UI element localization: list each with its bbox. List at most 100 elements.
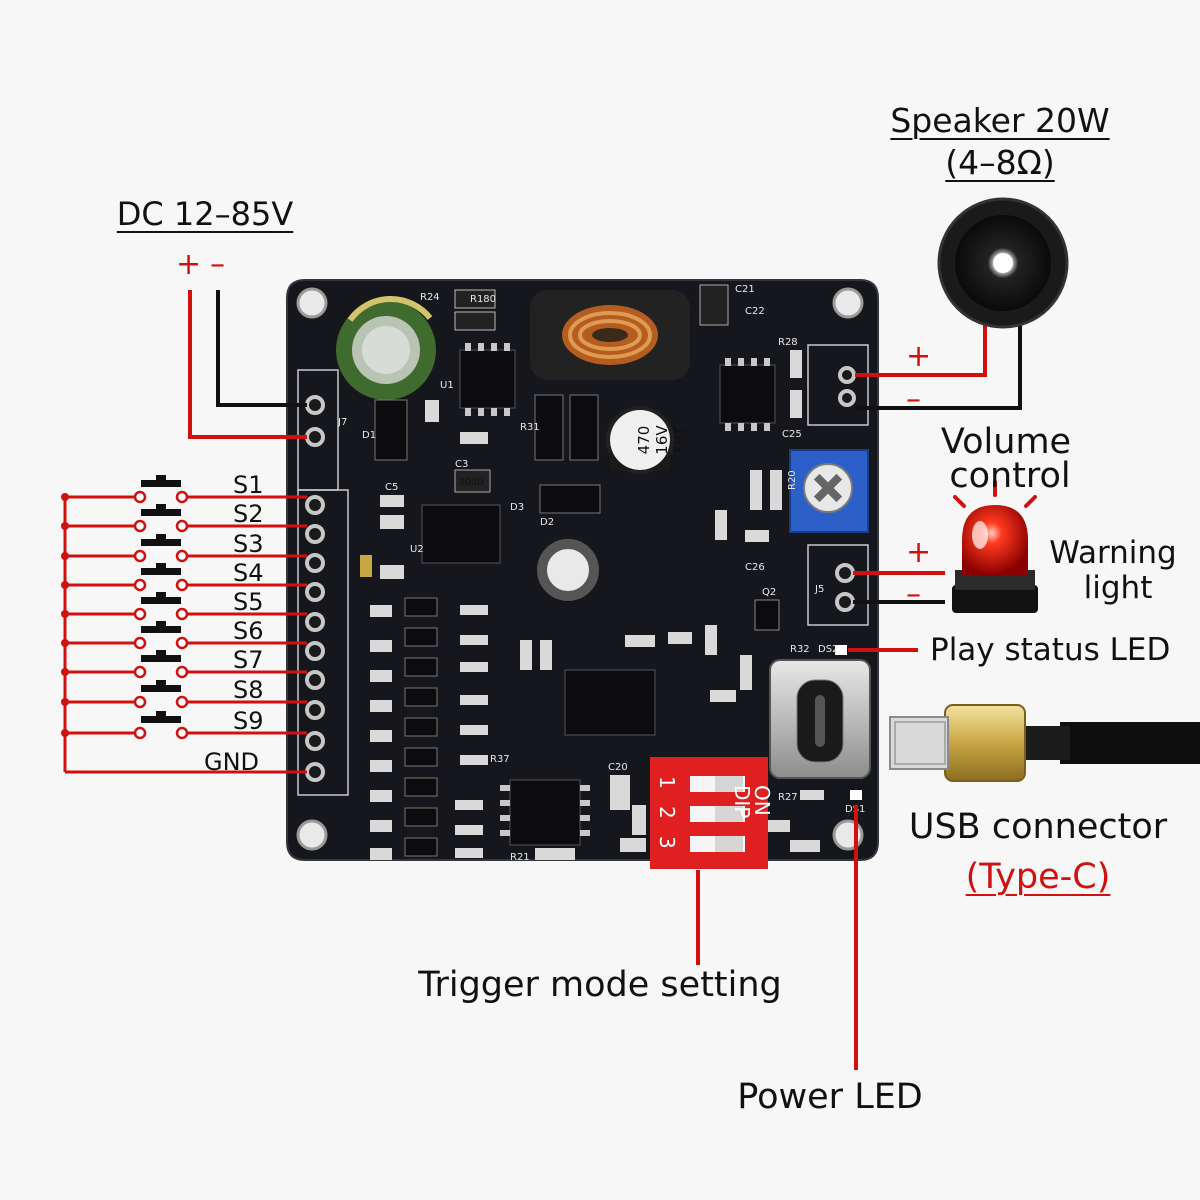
q2-label: Q2 <box>762 587 776 598</box>
usb-cable-icon <box>889 704 1200 782</box>
switch-row-s1 <box>61 475 307 504</box>
r37-label: R37 <box>490 754 510 765</box>
warning-label-line1: Warning <box>1049 535 1177 571</box>
j5-label: J5 <box>814 584 824 595</box>
volume-label-line2: control <box>949 456 1071 496</box>
speaker-wires <box>855 322 1022 410</box>
dip-on-label: ON <box>750 785 774 816</box>
capacitor-470uf: 470 16V FHT <box>606 406 688 474</box>
ic-pins <box>465 343 770 836</box>
dip-number-1: 1 <box>655 776 679 789</box>
switch-row-s3 <box>61 534 307 563</box>
pushbutton-icon <box>141 539 181 546</box>
ds2-label: DS2 <box>818 644 838 655</box>
pcb-board: 470 16V FHT <box>286 279 879 869</box>
d2-label: D2 <box>540 517 554 528</box>
warning-light-icon <box>952 480 1038 613</box>
warning-light-wires <box>853 571 945 604</box>
switch-label-s4: S4 <box>233 559 264 587</box>
inductor-coil <box>530 290 690 380</box>
pushbutton-icon <box>141 509 181 516</box>
usb-connector-label: USB connector <box>908 807 1168 847</box>
diode-resistor-column <box>370 597 488 860</box>
d3-label: D3 <box>510 502 524 513</box>
r180-label: R180 <box>470 294 496 305</box>
power-plus-sign: + <box>176 247 202 282</box>
r27-label: R27 <box>778 792 798 803</box>
switch-label-s7: S7 <box>233 646 264 674</box>
power-wires <box>188 290 307 439</box>
pushbutton-icon <box>141 655 181 662</box>
dip-switch <box>650 757 768 869</box>
switch-row-s9 <box>61 711 307 740</box>
warning-plus-sign: + <box>906 535 932 570</box>
r24-label: R24 <box>420 292 440 303</box>
cap-value-text: 470 <box>635 426 653 455</box>
speaker-plus-sign: + <box>906 339 932 374</box>
u1-label: U1 <box>440 380 454 391</box>
speaker-title: Speaker 20W <box>890 101 1110 140</box>
switch-rows <box>61 475 307 740</box>
pushbutton-icon <box>141 716 181 723</box>
ic-chip <box>421 349 776 846</box>
play-status-led-label: Play status LED <box>930 632 1171 668</box>
usb-c-port <box>769 659 871 779</box>
silkscreen-labels: J7 J5 DS2 DS1 R32 R24 R180 U1 D1 C3 R31 … <box>337 284 865 863</box>
switch-row-s4 <box>61 563 307 592</box>
switch-label-s2: S2 <box>233 500 264 528</box>
c21-label: C21 <box>735 284 755 295</box>
c20-label: C20 <box>608 762 628 773</box>
pushbutton-icon <box>141 597 181 604</box>
volume-potentiometer <box>789 449 869 533</box>
switch-label-s9: S9 <box>233 707 264 735</box>
warning-label-line2: light <box>1083 570 1153 606</box>
usb-type-label: (Type-C) <box>965 857 1111 897</box>
switch-row-s7 <box>61 650 307 679</box>
c22-label: C22 <box>745 306 765 317</box>
ic-marking: 3000 <box>458 477 483 488</box>
trigger-mode-label: Trigger mode setting <box>418 965 782 1005</box>
gnd-label: GND <box>204 748 260 776</box>
volume-label-line1: Volume <box>940 422 1072 462</box>
c3-label: C3 <box>455 459 468 470</box>
r20-label: R20 <box>787 470 798 490</box>
pushbutton-icon <box>141 480 181 487</box>
j7-label: J7 <box>337 417 347 428</box>
mounting-hole <box>296 287 864 851</box>
switch-row-s2 <box>61 504 307 533</box>
pushbutton-icon <box>141 626 181 633</box>
dip-number-3: 3 <box>655 836 679 849</box>
switch-label-s6: S6 <box>233 617 264 645</box>
dip-label: DIP <box>730 785 754 818</box>
power-minus-sign: – <box>210 247 225 282</box>
smd-components <box>360 284 862 860</box>
speaker-icon <box>937 197 1069 329</box>
r32-label: R32 <box>790 644 810 655</box>
c26-label: C26 <box>745 562 765 573</box>
cap-voltage-text: 16V <box>653 425 671 455</box>
electrolytic-capacitor-green <box>336 295 436 400</box>
switch-row-s8 <box>61 680 307 709</box>
r21-label: R21 <box>510 852 530 863</box>
power-title: DC 12–85V <box>116 195 294 233</box>
switch-label-s8: S8 <box>233 676 264 704</box>
pushbutton-icon <box>141 568 181 575</box>
pointer-lines <box>696 648 918 1070</box>
pushbutton-icon <box>141 685 181 692</box>
switch-bus <box>63 497 307 774</box>
speaker-minus-sign: – <box>906 382 921 417</box>
switch-row-s5 <box>61 592 307 621</box>
u2-label: U2 <box>410 544 424 555</box>
switch-label-s3: S3 <box>233 530 264 558</box>
speaker-impedance: (4–8Ω) <box>945 143 1055 182</box>
dip-number-2: 2 <box>655 806 679 819</box>
switch-label-s1: S1 <box>233 471 264 499</box>
power-led-label: Power LED <box>737 1077 923 1117</box>
r31-label: R31 <box>520 422 540 433</box>
r28-label: R28 <box>778 337 798 348</box>
d1-label: D1 <box>362 430 376 441</box>
switch-row-s6 <box>61 621 307 650</box>
cap-code-text: FHT <box>673 427 688 452</box>
dip-labels: ON DIP 1 2 3 <box>655 776 774 849</box>
